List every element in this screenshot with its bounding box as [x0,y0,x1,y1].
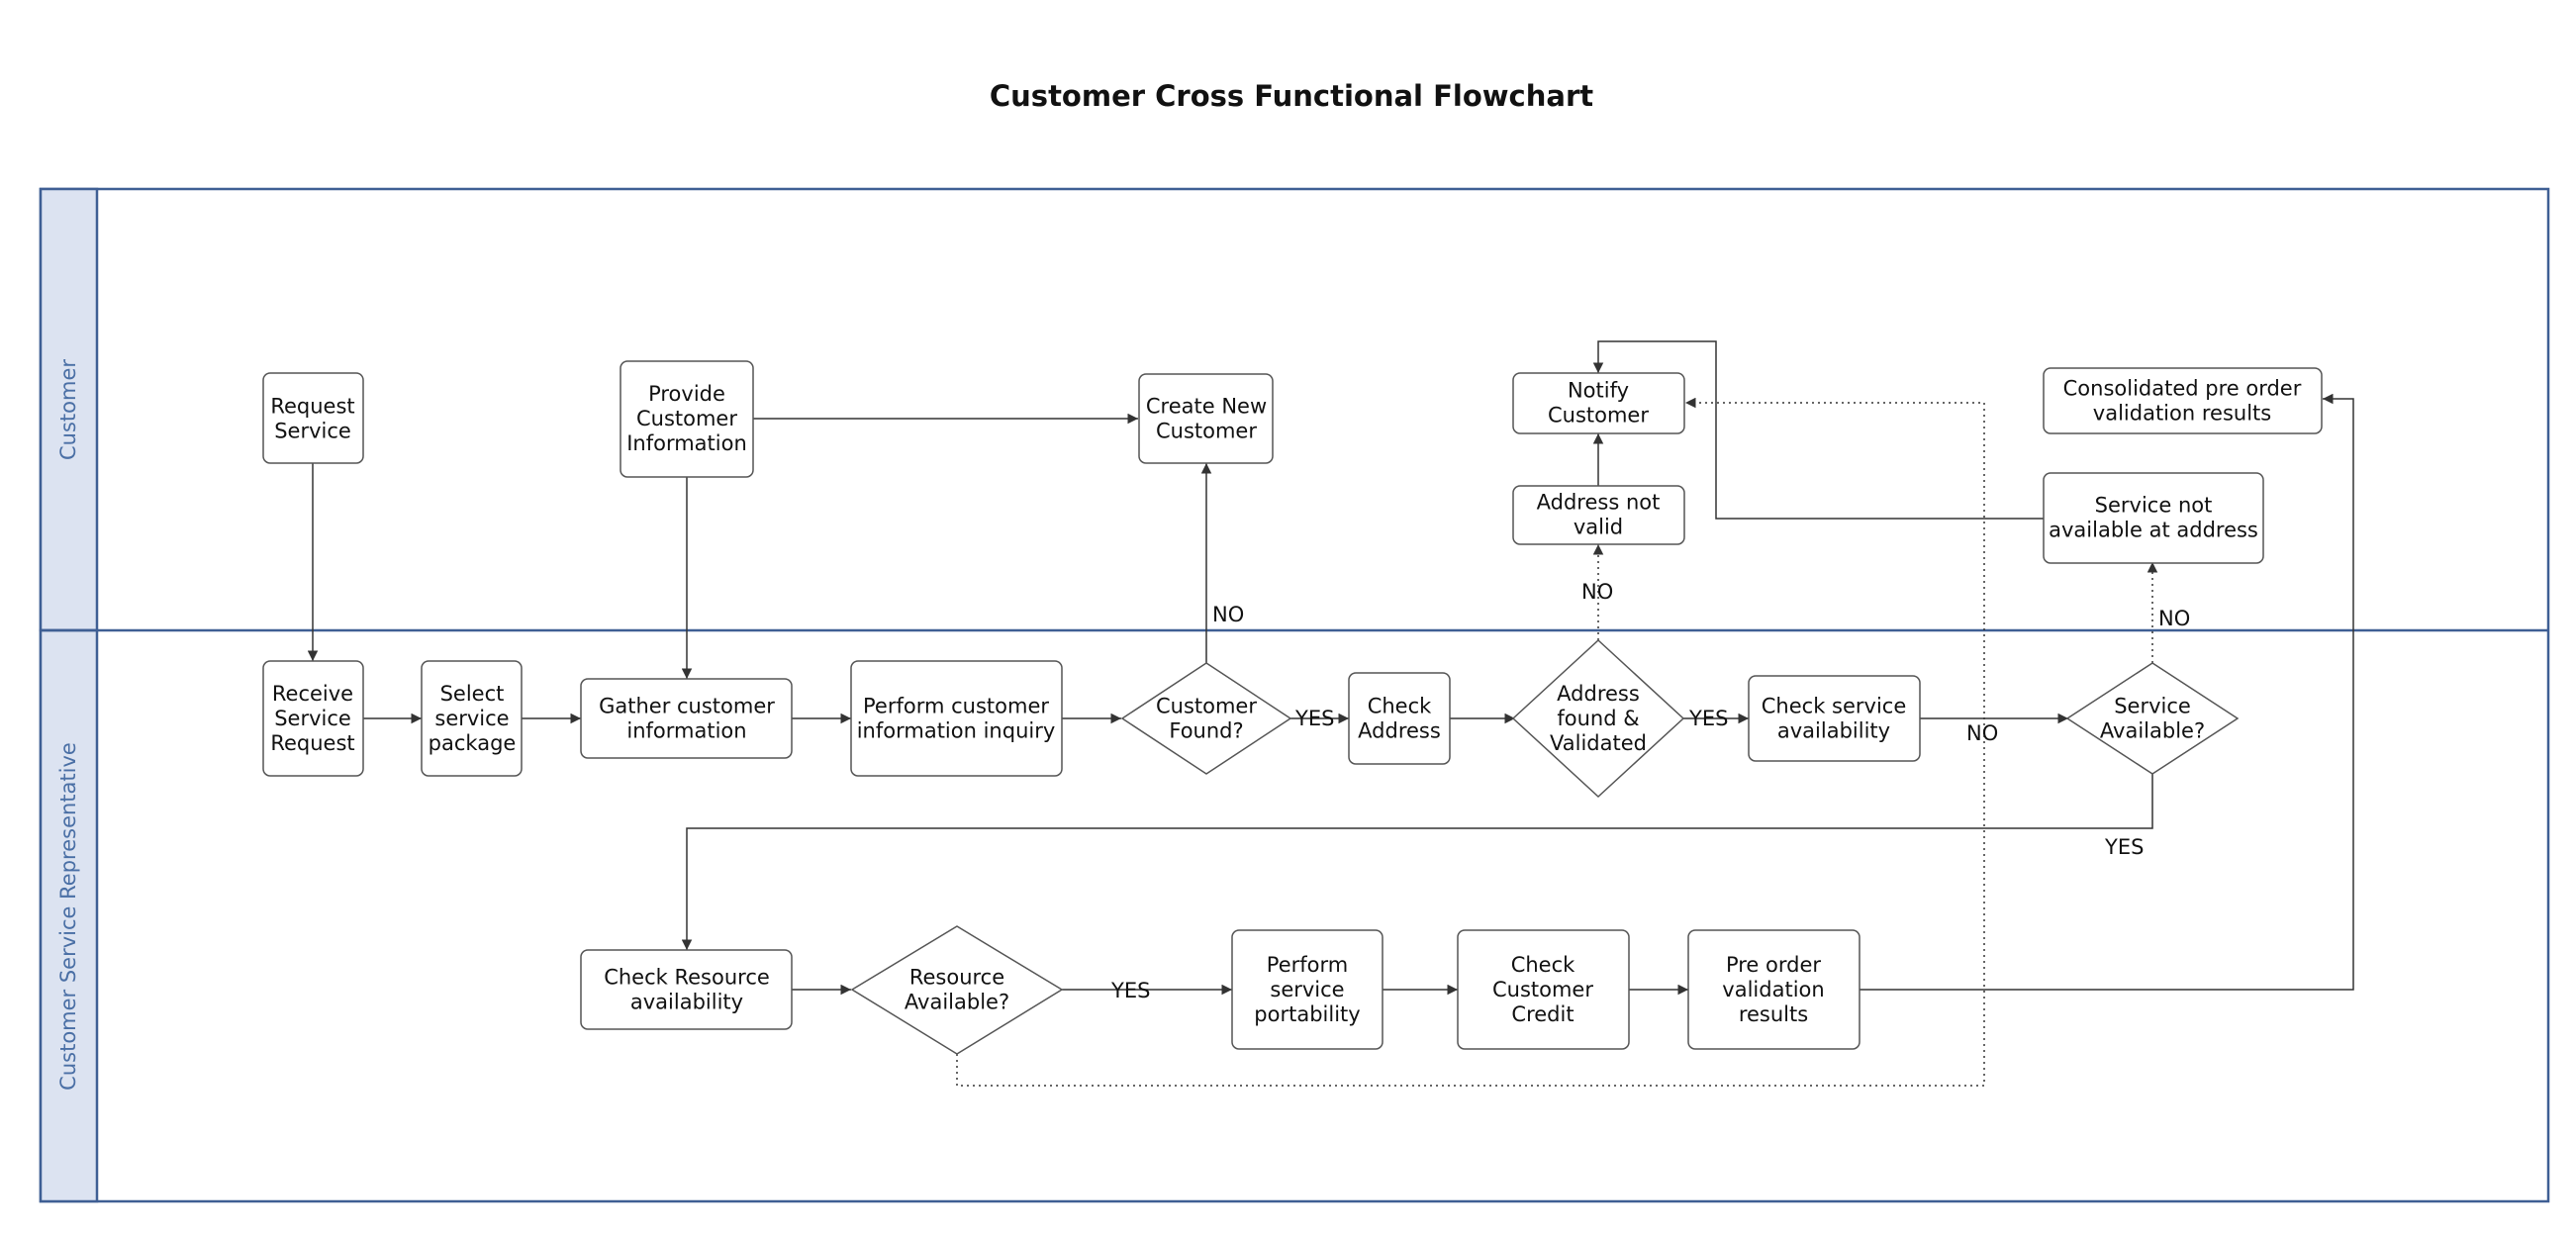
edge-label-found-yes: YES [1294,707,1334,730]
diagram-title: Customer Cross Functional Flowchart [990,79,1593,113]
edge-service-available-yes-to-check-resource [681,774,2153,950]
edges [307,340,2354,1087]
swimlane-pool: Customer Customer Service Representative [39,187,2550,1203]
edge-label-check-service-no: NO [1966,721,1998,745]
lane-header-csr [39,628,99,1203]
edge-labels: NO YES NO YES NO NO YES YES [1110,580,2190,1002]
lane-label-customer: Customer [56,359,80,460]
edge-label-service-available-no: NO [2158,607,2190,630]
edge-label-found-no: NO [1212,603,1244,626]
edge-preorder-to-consolidated [1860,393,2354,991]
edge-label-validated-yes: YES [1688,707,1728,730]
edge-label-resource-yes: YES [1110,979,1150,1002]
edge-not-available-to-notify [1592,340,2044,520]
edge-label-service-available-yes: YES [2104,835,2144,859]
edge-label-validated-no: NO [1581,580,1613,604]
lane-label-csr: Customer Service Representative [56,742,80,1091]
edge-resource-to-notify-dotted [956,397,1985,1087]
